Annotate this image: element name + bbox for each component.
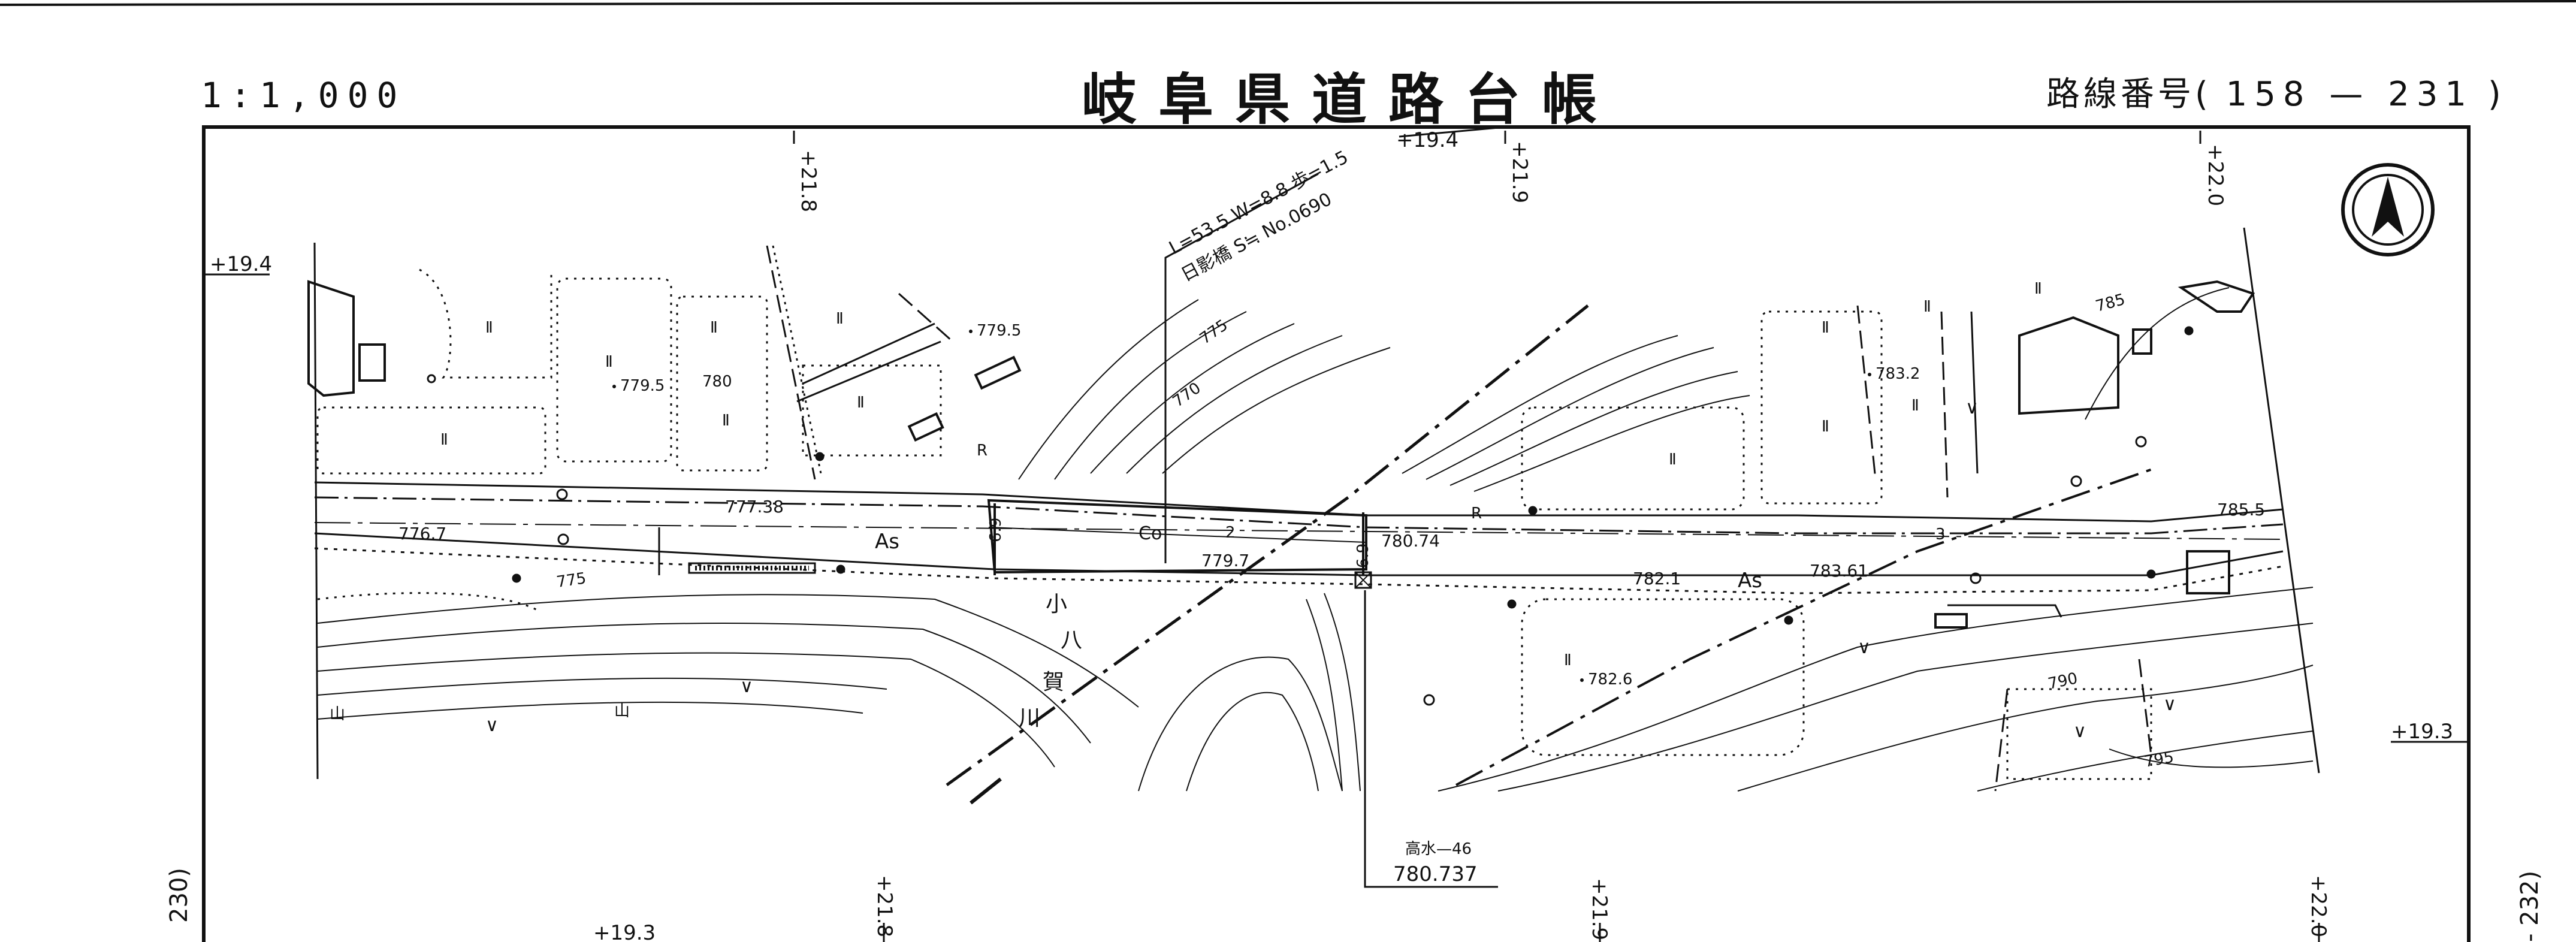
spot-height-4: 782.6 bbox=[1588, 671, 1632, 689]
road-elev-6: 783.61 bbox=[1810, 561, 1868, 581]
elevation-top-1: +21.8 bbox=[796, 150, 820, 212]
road-elev-7: 785.5 bbox=[2217, 500, 2265, 520]
buildings bbox=[307, 280, 2255, 629]
map-title: 岐阜県道路台帳 bbox=[1082, 68, 1619, 132]
field-symbol: Ⅱ bbox=[1822, 418, 1829, 436]
svg-text:八: 八 bbox=[1061, 628, 1082, 653]
route-label: 路線番号 bbox=[2046, 75, 2195, 114]
property-lines bbox=[658, 245, 2152, 792]
field-symbol: Ⅱ bbox=[857, 394, 865, 412]
spot-height-3: 783.2 bbox=[1876, 365, 1920, 383]
benchmark-label: 高水—46 bbox=[1405, 840, 1472, 858]
point-symbols bbox=[427, 326, 2194, 706]
road-surface-right: As bbox=[1738, 569, 1762, 593]
road-elev-2: 777.38 bbox=[725, 497, 784, 517]
elevation-right-1: +19.3 bbox=[2391, 720, 2453, 744]
contour-label-5: 785 bbox=[2094, 291, 2127, 316]
contour-label-4: 780 bbox=[702, 373, 732, 391]
guardrail bbox=[688, 562, 816, 574]
elevation-top-2: +19.4 bbox=[1396, 128, 1458, 152]
map-frame bbox=[202, 125, 2471, 942]
contour-label-3: 770 bbox=[1170, 379, 1204, 411]
elevation-bottom-2: +21.8 bbox=[872, 875, 896, 937]
svg-text:川: 川 bbox=[1019, 706, 1040, 730]
river bbox=[946, 304, 2158, 805]
route-number: 158 — 231 bbox=[2225, 75, 2474, 114]
north-arrow-icon bbox=[2341, 163, 2435, 256]
spot-height-2: 779.5 bbox=[620, 377, 665, 395]
elevation-ticks bbox=[204, 126, 2469, 942]
orchard-symbol: ∨ bbox=[1858, 637, 1871, 658]
field-symbol: Ⅱ bbox=[710, 319, 718, 337]
svg-text:賀: 賀 bbox=[1043, 670, 1064, 695]
benchmark-marker bbox=[1354, 571, 1498, 888]
field-symbol: Ⅱ bbox=[2034, 280, 2042, 298]
field-symbol: Ⅱ bbox=[1923, 298, 1931, 316]
field-symbol: Ⅱ bbox=[1822, 319, 1829, 337]
field-symbol: Ⅱ bbox=[605, 353, 613, 371]
road-surface-left: As bbox=[875, 530, 899, 554]
orchard-symbol: ∨ bbox=[2163, 694, 2176, 715]
orchard-symbol: ∨ bbox=[740, 676, 753, 697]
road-elev-5: 782.1 bbox=[1633, 569, 1681, 588]
road-elev-4: 780.74 bbox=[1381, 531, 1440, 551]
orchard-symbol: ∨ bbox=[485, 715, 499, 736]
orchard-symbol: ∨ bbox=[1965, 397, 1979, 418]
bridge-leader bbox=[1164, 173, 1319, 563]
right-boundary bbox=[2243, 227, 2320, 774]
contour-label-2: 775 bbox=[1197, 316, 1231, 348]
road-width-mark-2: 6.9 bbox=[1354, 544, 1372, 568]
map-scale: 1:1,000 bbox=[201, 75, 406, 116]
bridge-material: Co bbox=[1138, 523, 1162, 544]
route-number-label: 路線番号( 158 — 231 ) bbox=[2046, 67, 2505, 116]
elevation-left-1: +19.4 bbox=[210, 252, 272, 276]
elevation-top-3: +21.9 bbox=[1508, 141, 1532, 203]
left-boundary bbox=[313, 242, 319, 780]
field-symbol: Ⅱ bbox=[440, 431, 448, 449]
field-symbol: Ⅱ bbox=[836, 310, 844, 328]
contour-label-7: 795 bbox=[2143, 748, 2175, 771]
road-elev-3: 779.7 bbox=[1201, 551, 1249, 570]
bank-symbol: R bbox=[977, 442, 987, 460]
road bbox=[314, 481, 2284, 594]
river-name: 小 八 賀 川 bbox=[1019, 592, 1082, 730]
elevation-bottom-3: +21.9 bbox=[1587, 878, 1611, 940]
scan-edge bbox=[0, 0, 2576, 6]
field-parcels bbox=[316, 268, 2152, 780]
road-elev-1: 776.7 bbox=[398, 524, 446, 544]
elevation-top-4: +22.0 bbox=[2203, 144, 2227, 206]
svg-text:小: 小 bbox=[1046, 592, 1067, 617]
contour-label-1: 775 bbox=[555, 569, 587, 591]
contour-label-6: 790 bbox=[2046, 669, 2079, 693]
sheet-ref-left: 230) bbox=[165, 868, 193, 923]
field-symbol: Ⅱ bbox=[1669, 451, 1677, 469]
elevation-bottom-1: +19.3 bbox=[593, 921, 656, 942]
benchmark-value: 780.737 bbox=[1393, 862, 1478, 886]
land-use-symbols: Ⅱ Ⅱ Ⅱ Ⅱ Ⅱ Ⅱ Ⅱ Ⅱ Ⅱ Ⅱ Ⅱ Ⅱ Ⅱ Ⅱ 山 山 ∨ ∨ ∨ ∨ … bbox=[330, 280, 2176, 742]
field-symbol: Ⅱ bbox=[722, 412, 730, 430]
bank-symbol: R bbox=[1471, 505, 1482, 523]
orchard-symbol: ∨ bbox=[2073, 721, 2086, 742]
spot-height-1: 779.5 bbox=[977, 322, 1021, 340]
field-symbol: Ⅱ bbox=[1564, 651, 1572, 669]
route-open-paren: ( bbox=[2195, 75, 2212, 114]
elevation-bottom-4: +22.0 bbox=[2306, 875, 2330, 937]
field-symbol: Ⅱ bbox=[485, 319, 493, 337]
field-symbol: Ⅱ bbox=[1911, 397, 1919, 415]
road-width-mark-1: 6.9 bbox=[987, 518, 1005, 542]
mountain-symbol: 山 bbox=[614, 702, 630, 720]
mountain-symbol: 山 bbox=[330, 705, 345, 723]
road-section-3: 3 bbox=[1935, 526, 1946, 544]
bridge-span: 2 bbox=[1225, 524, 1236, 542]
route-close-paren: ) bbox=[2487, 75, 2505, 114]
bridge bbox=[987, 499, 1367, 575]
contour-lines bbox=[317, 287, 2314, 792]
sheet-ref-right: - 232) bbox=[2516, 871, 2544, 942]
